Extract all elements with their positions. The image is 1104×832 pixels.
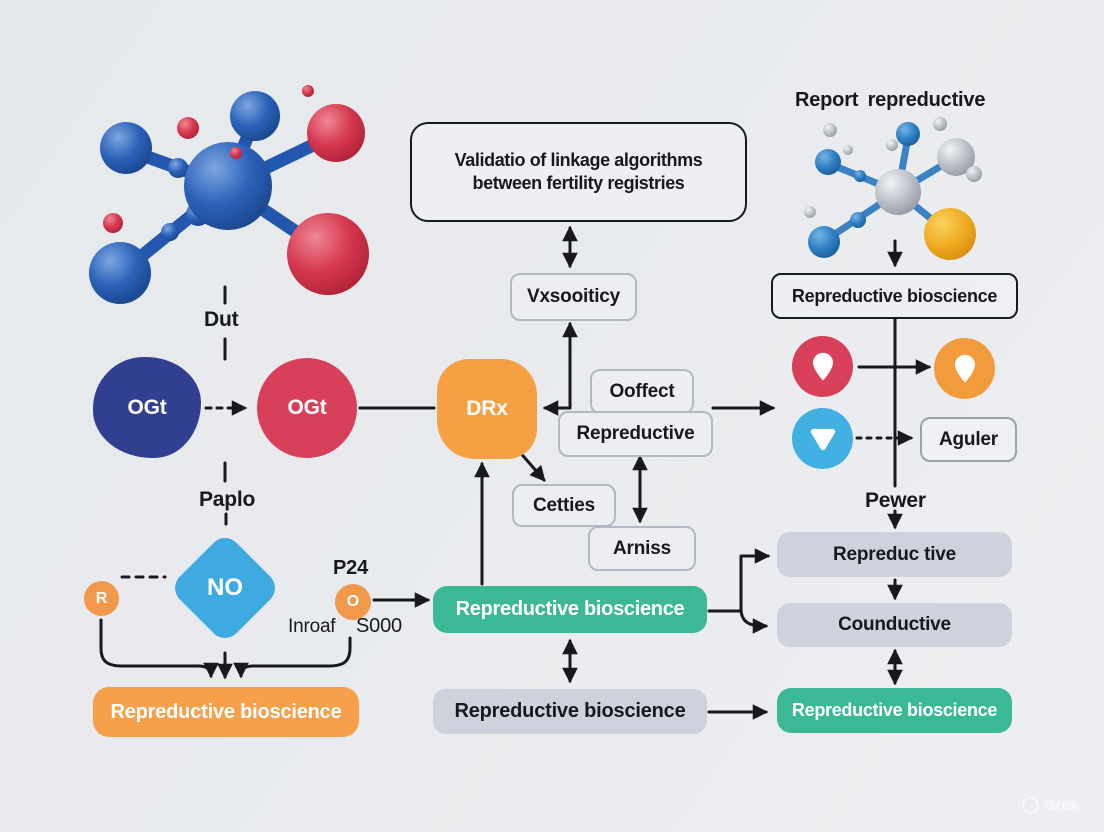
watermark-logo-icon xyxy=(1022,797,1039,814)
repreductive-bioscience-teal-right-pill: Repreductive bioscience xyxy=(777,688,1012,733)
repreduc-tive-pill: Repreduc tive xyxy=(777,532,1012,577)
paplo-label: Paplo xyxy=(199,488,256,511)
watermark-text: Grok xyxy=(1044,797,1080,814)
pewer-label: Pewer xyxy=(865,489,926,512)
report-reproductive-label: Report repreductive xyxy=(795,89,986,111)
watermark: Grok xyxy=(1022,797,1079,814)
no-diamond-label: NO xyxy=(207,574,243,601)
dut-label: Dut xyxy=(204,308,239,331)
red-location-pin-icon xyxy=(792,336,853,397)
ooffect-box: Ooffect xyxy=(590,369,694,414)
inroaf-label: Inroaf xyxy=(288,616,336,637)
vxsooiticy-box: Vxsooiticy xyxy=(510,273,637,321)
cetties-box: Cetties xyxy=(512,484,616,527)
arniss-box: Arniss xyxy=(588,526,696,571)
repreductive-bioscience-gray-pill: Repreductive bioscience xyxy=(433,689,707,734)
o-circle: O xyxy=(335,584,371,620)
aguler-box: Aguler xyxy=(920,417,1017,462)
drx-node: DRx xyxy=(437,359,537,459)
p24-label: P24 xyxy=(333,557,368,579)
repreductive-bioscience-orange-pill: Repreductive bioscience xyxy=(93,687,359,737)
r-circle: R xyxy=(84,581,119,616)
molecule-blue-red-icon xyxy=(89,85,369,304)
orange-location-pin-icon xyxy=(934,338,995,399)
molecule-gray-blue-yellow-icon xyxy=(804,117,982,260)
repreductive-bioscience-teal-mid-pill: Repreductive bioscience xyxy=(433,586,707,633)
s000-label: S000 xyxy=(356,615,402,637)
counductive-pill: Counductive xyxy=(777,603,1012,647)
repreductive-bioscience-top-right-box: Repreductive bioscience xyxy=(771,273,1018,319)
repreductive-box: Repreductive xyxy=(558,411,713,457)
ogt-red-node: OGt xyxy=(257,358,357,458)
validation-title-box: Validatio of linkage algorithms between … xyxy=(410,122,747,222)
ogt-blue-node: OGt xyxy=(93,357,201,458)
blue-down-triangle-icon xyxy=(792,408,853,469)
no-diamond: NO xyxy=(168,531,282,645)
